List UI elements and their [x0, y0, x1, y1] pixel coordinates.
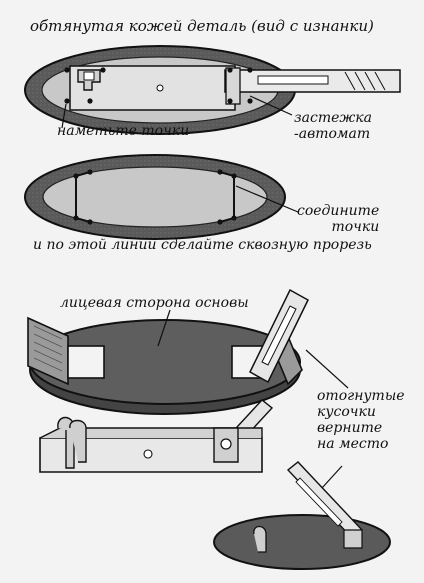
- point-dot: [73, 215, 79, 221]
- point-dot: [87, 219, 93, 225]
- label-mark-points: наметьте точки: [57, 123, 190, 139]
- label-bent-line4: на место: [317, 436, 389, 453]
- label-clasp-line1: застежка: [294, 110, 373, 126]
- point-dot: [64, 98, 70, 104]
- small-clasp-slot: [295, 477, 343, 527]
- label-bent-pieces: отогнутые кусочки верните на место: [317, 388, 405, 452]
- point-dot: [231, 173, 237, 179]
- small-left-loop: [253, 525, 267, 553]
- left-cut-line: [75, 171, 91, 223]
- label-connect-line1: соедините: [297, 203, 380, 219]
- pointer-small: [321, 465, 343, 489]
- right-cut-line: [219, 171, 235, 223]
- point-dot: [231, 215, 237, 221]
- label-clasp: застежка -автомат: [294, 110, 372, 142]
- small-clasp-hinge: [343, 529, 363, 549]
- clasp-slot-inner: [261, 305, 297, 366]
- point-dot: [87, 169, 93, 175]
- label-connect-line2: точки: [331, 219, 380, 236]
- left-loop-2: [69, 419, 87, 463]
- clasp-grip-lines: [344, 71, 386, 91]
- point-dot: [100, 67, 106, 73]
- figure-3-face-side: [27, 288, 349, 449]
- small-base-disc: [213, 514, 391, 570]
- point-dot: [217, 219, 223, 225]
- point-dot: [73, 173, 79, 179]
- clasp-slot: [257, 75, 329, 85]
- marked-points: [64, 67, 253, 104]
- pointer-face: [157, 309, 171, 347]
- plate-hole: [156, 84, 164, 92]
- figure-2-connect-points: [24, 154, 299, 240]
- pointer-bent: [305, 349, 349, 389]
- pointer-clasp: [249, 95, 293, 116]
- point-dot: [227, 67, 233, 73]
- pointer-mark-points: [61, 103, 67, 129]
- plate-top-edge: [39, 427, 263, 439]
- label-bent-line2: кусочки: [317, 404, 376, 421]
- point-dot: [87, 98, 93, 104]
- left-slot-hole: [67, 345, 105, 379]
- point-dot: [247, 98, 253, 104]
- pointer-connect: [235, 185, 299, 213]
- label-connect-points: соедините точки: [297, 203, 379, 235]
- label-face-side: лицевая сторона основы: [60, 295, 249, 311]
- label-bent-line3: верните: [317, 420, 383, 437]
- point-dot: [64, 67, 70, 73]
- point-dot: [227, 98, 233, 104]
- label-bent-line1: отогнутые: [317, 388, 405, 404]
- diagram-title: обтянутая кожей деталь (вид с изнанки): [30, 17, 374, 35]
- figure-4-metal-plate: [39, 416, 263, 473]
- left-loop-inner: [83, 71, 95, 81]
- plate-hole: [143, 449, 153, 459]
- point-dot: [247, 67, 253, 73]
- figure-1-leather-part: [24, 45, 401, 135]
- inner-oval-2: [42, 166, 268, 228]
- label-cut-line: и по этой линии сделайте сквозную прорез…: [33, 237, 372, 253]
- clasp-hinge: [225, 67, 241, 105]
- figure-5-finished-base: [213, 461, 391, 570]
- hinge-pin: [220, 438, 232, 450]
- left-bent-flap: [27, 316, 69, 386]
- left-loop-1: [57, 416, 75, 469]
- left-flap-hatch: [33, 325, 63, 372]
- connected-points: [73, 169, 237, 225]
- label-clasp-line2: -автомат: [294, 126, 371, 143]
- point-dot: [217, 169, 223, 175]
